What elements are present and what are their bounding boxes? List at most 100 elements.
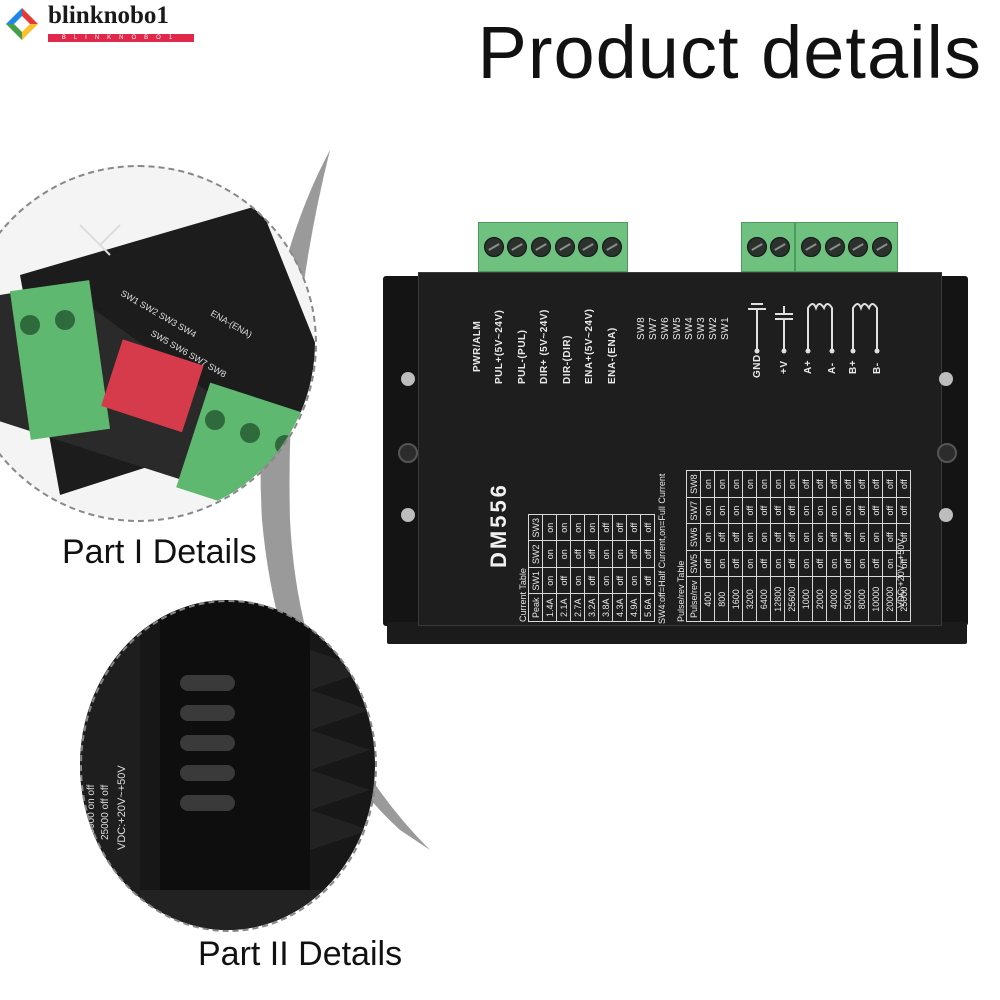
- cell: on: [812, 523, 827, 551]
- terminal-screw-icon: [872, 237, 893, 257]
- label-pul-plus: PUL+(5V~24V): [494, 309, 505, 384]
- screw-icon: [398, 443, 418, 463]
- cell: off: [556, 567, 571, 594]
- cell: on: [756, 523, 771, 551]
- terminal-screw-icon: [483, 237, 504, 257]
- cell: on: [826, 497, 841, 524]
- cell: off: [784, 497, 799, 524]
- cell: 1.4A: [542, 593, 557, 622]
- label-a-plus: A+: [803, 359, 814, 374]
- cell: on: [882, 550, 897, 577]
- label-b-plus: B+: [848, 359, 859, 374]
- terminal-screw-icon: [531, 237, 552, 257]
- cell: on: [728, 470, 743, 498]
- cell: on: [826, 550, 841, 577]
- cell: off: [742, 497, 757, 524]
- cell: off: [840, 470, 855, 498]
- col-header: SW2: [528, 540, 543, 568]
- pulse-table-caption: Pulse/rev Table: [676, 560, 686, 622]
- cell: on: [598, 540, 613, 568]
- cell: off: [640, 567, 655, 594]
- cell: on: [854, 523, 869, 551]
- label-ena-plus: ENA+(5V~24V): [584, 308, 595, 384]
- cell: off: [854, 497, 869, 524]
- cell: off: [770, 523, 785, 551]
- wiring-symbols: [748, 303, 880, 354]
- cell: off: [598, 514, 613, 541]
- terminal-screw-icon: [800, 237, 821, 257]
- cell: 3.8A: [598, 593, 613, 622]
- terminal-screw-icon: [602, 237, 623, 257]
- cell: off: [882, 470, 897, 498]
- cell: 3.2A: [584, 593, 599, 622]
- cell: on: [700, 497, 715, 524]
- cell: on: [798, 497, 813, 524]
- mount-hole: [939, 372, 953, 386]
- cell: 3200: [742, 576, 757, 622]
- cell: 20000: [882, 576, 897, 622]
- page-title: Product details: [477, 11, 982, 94]
- terminal-screw-icon: [507, 237, 528, 257]
- cell: on: [742, 470, 757, 498]
- cell: on: [840, 497, 855, 524]
- cell: 800: [714, 576, 729, 622]
- cell: off: [896, 497, 911, 524]
- cell: on: [612, 540, 627, 568]
- cell: on: [854, 550, 869, 577]
- pulse-table-block: Pulse/rev Table Pulse/rev SW5 SW6 SW7 SW…: [676, 470, 911, 622]
- cell: off: [882, 497, 897, 524]
- cell: off: [840, 523, 855, 551]
- cell: off: [868, 550, 883, 577]
- cell: on: [542, 514, 557, 541]
- cell: 4.9A: [626, 593, 641, 622]
- cell: off: [770, 497, 785, 524]
- label-sw2: SW2: [708, 316, 719, 340]
- logo-mark-icon: [6, 8, 38, 40]
- cell: off: [640, 540, 655, 568]
- cell: off: [784, 550, 799, 577]
- label-dir-plus: DIR+ (5V~24V): [539, 309, 550, 384]
- cell: off: [728, 523, 743, 551]
- col-header: SW3: [528, 514, 543, 541]
- cell: off: [882, 523, 897, 551]
- cell: off: [584, 540, 599, 568]
- current-table-caption: Current Table: [518, 568, 528, 622]
- cell: off: [784, 523, 799, 551]
- cell: on: [742, 550, 757, 577]
- cell: on: [770, 550, 785, 577]
- mount-hole: [401, 372, 415, 386]
- cell: off: [840, 550, 855, 577]
- cell: off: [584, 567, 599, 594]
- cell: on: [570, 567, 585, 594]
- terminal-screw-icon: [554, 237, 575, 257]
- col-header: SW6: [686, 523, 701, 551]
- label-dir-minus: DIR-(DIR): [562, 335, 573, 384]
- cell: off: [868, 470, 883, 498]
- cell: 12800: [770, 576, 785, 622]
- col-header: SW7: [686, 497, 701, 524]
- cell: on: [570, 514, 585, 541]
- cell: on: [542, 540, 557, 568]
- signal-terminal-block: [478, 222, 628, 272]
- logo-subtext: BLINKNOBO1: [48, 34, 194, 42]
- col-header: SW5: [686, 550, 701, 577]
- cell: on: [868, 523, 883, 551]
- cell: on: [756, 470, 771, 498]
- col-header: SW8: [686, 470, 701, 498]
- cell: 400: [700, 576, 715, 622]
- cell: on: [812, 497, 827, 524]
- cell: off: [826, 470, 841, 498]
